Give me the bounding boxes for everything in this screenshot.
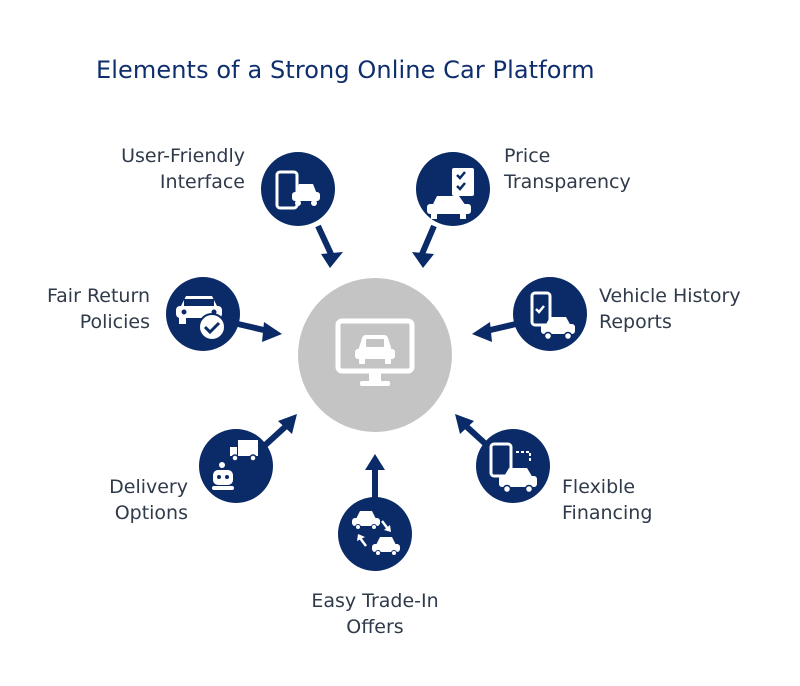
label-line: Reports bbox=[599, 311, 672, 333]
label-line: Interface bbox=[159, 171, 245, 193]
hub-node bbox=[298, 278, 452, 432]
node-price bbox=[416, 152, 490, 226]
label-line: Policies bbox=[79, 311, 150, 333]
label-line: Price bbox=[504, 145, 551, 167]
node-delivery bbox=[199, 429, 273, 503]
label-line: Easy Trade-In bbox=[311, 590, 439, 612]
arrow-price bbox=[412, 224, 437, 268]
truck-robot-icon bbox=[212, 440, 258, 490]
arrow-history bbox=[472, 321, 517, 342]
label-user-friendly: User-Friendly Interface bbox=[60, 143, 245, 195]
device-car-icon bbox=[489, 442, 537, 494]
label-financing: Flexible Financing bbox=[562, 474, 742, 526]
phone-car-icon bbox=[275, 170, 320, 210]
label-history: Vehicle History Reports bbox=[599, 283, 794, 335]
label-line: Delivery bbox=[109, 476, 188, 498]
label-trade-in: Easy Trade-In Offers bbox=[270, 588, 480, 640]
label-line: Offers bbox=[346, 616, 404, 638]
label-line: Vehicle History bbox=[599, 285, 741, 307]
label-line: Transparency bbox=[504, 171, 631, 193]
label-line: Fair Return bbox=[46, 285, 150, 307]
diagram-title: Elements of a Strong Online Car Platform bbox=[96, 56, 595, 84]
node-fair-return bbox=[166, 277, 240, 351]
arrow-fair-return bbox=[237, 321, 282, 342]
car-swap-icon bbox=[352, 511, 400, 556]
phone-cars-icon bbox=[530, 291, 575, 341]
node-user-friendly bbox=[261, 152, 335, 226]
arrow-trade-in bbox=[365, 454, 385, 498]
label-line: Options bbox=[114, 502, 188, 524]
arrow-delivery bbox=[259, 414, 297, 451]
car-check-icon bbox=[176, 296, 226, 341]
monitor-car-icon bbox=[335, 318, 415, 386]
node-financing bbox=[476, 429, 550, 503]
label-line: Financing bbox=[562, 502, 653, 524]
label-line: User-Friendly bbox=[121, 145, 245, 167]
label-fair-return: Fair Return Policies bbox=[0, 283, 150, 335]
label-line: Flexible bbox=[562, 476, 636, 498]
label-delivery: Delivery Options bbox=[40, 474, 188, 526]
car-checklist-icon bbox=[427, 168, 474, 219]
label-price: Price Transparency bbox=[504, 143, 704, 195]
node-history bbox=[513, 277, 587, 351]
node-trade-in bbox=[338, 497, 412, 571]
arrow-user-friendly bbox=[315, 224, 343, 268]
